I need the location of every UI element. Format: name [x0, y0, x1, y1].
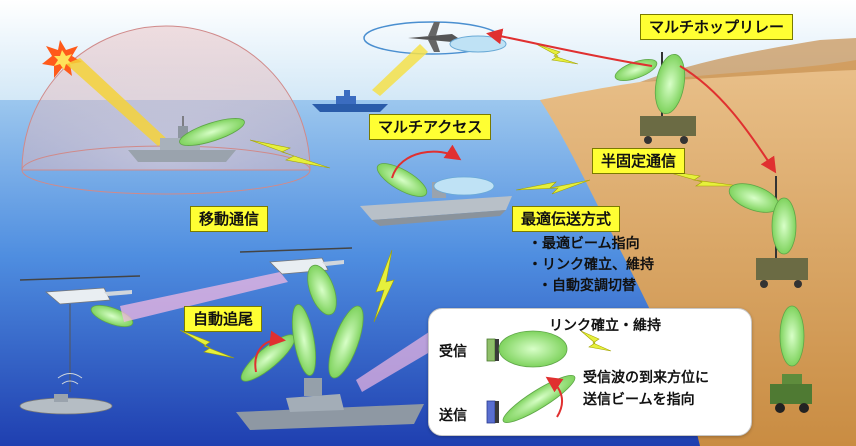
- label-semi-fixed: 半固定通信: [592, 148, 686, 174]
- sonar-waves: [57, 373, 83, 385]
- receive-beam: [498, 330, 568, 368]
- optimal-item: リンク確立、維持: [528, 255, 654, 276]
- inset-note-line2: 送信ビームを指向: [583, 392, 695, 408]
- aircraft-icon: [408, 22, 458, 52]
- receive-antenna-icon: [486, 338, 496, 362]
- label-multi-access: マルチアクセス: [369, 114, 492, 140]
- transmit-beam: [502, 375, 576, 423]
- transmit-antenna-icon: [486, 400, 496, 424]
- optimal-item: 最適ビーム指向: [528, 234, 654, 255]
- label-auto-tracking: 自動追尾: [184, 306, 263, 332]
- inset-note-line1: 受信波の到来方位に: [583, 370, 709, 386]
- steer-arrow: [545, 376, 564, 418]
- vehicle-icon: [770, 374, 812, 413]
- coverage-dome: [21, 25, 311, 171]
- inset-illustration: [486, 330, 612, 424]
- helicopter-left-icon: [19, 275, 141, 392]
- inset-link-text: リンク確立・維持: [549, 318, 661, 334]
- optimal-items-list: 最適ビーム指向 リンク確立、維持 自動変調切替: [528, 234, 654, 297]
- tracking-arrow: [254, 330, 286, 373]
- label-optimal-transmission: 最適伝送方式: [512, 206, 621, 232]
- submarine-icon: [19, 394, 113, 415]
- link-beam-pink: [120, 272, 288, 322]
- inset-receive: 受信: [439, 344, 467, 360]
- inset-transmit: 送信: [439, 408, 467, 424]
- relay-arrow-1: [486, 28, 653, 67]
- link-bolts: [179, 43, 741, 359]
- inset-panel: リンク確立・維持 受信 送信 受信波の到来方位に 送信ビームを指向: [428, 308, 752, 436]
- label-mobile-comm: 移動通信: [190, 206, 269, 232]
- relay-arrow-2: [679, 65, 777, 174]
- optimal-item: 自動変調切替: [538, 276, 654, 297]
- label-multi-hop-relay: マルチホップリレー: [640, 14, 794, 40]
- burst-icon: [42, 40, 82, 78]
- destroyer-bottom-icon: [236, 378, 424, 430]
- small-ship-icon: [312, 90, 388, 112]
